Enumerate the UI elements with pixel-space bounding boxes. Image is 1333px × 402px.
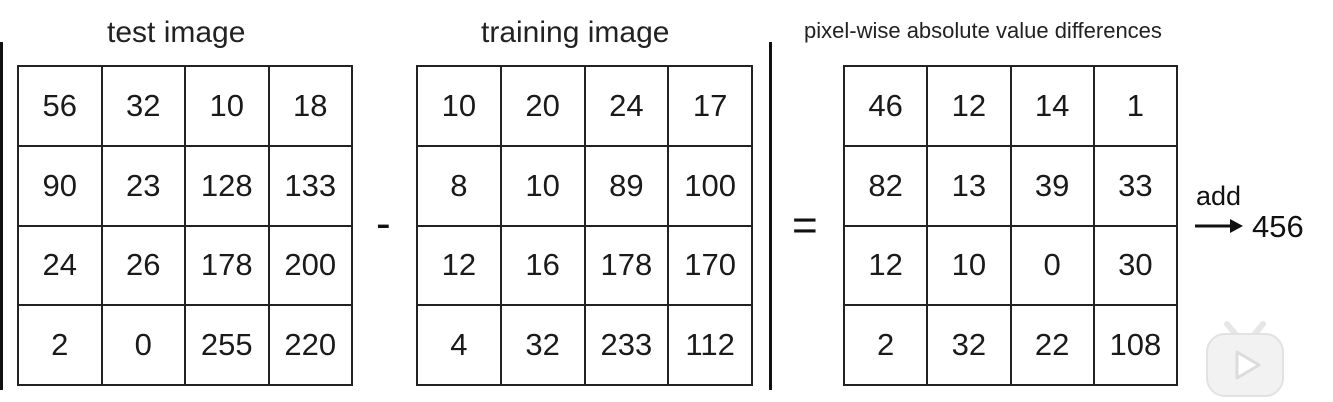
grid-cell: 1 [1093, 66, 1177, 146]
grid-cell: 12 [417, 225, 501, 306]
grid-cell: 0 [101, 305, 185, 385]
grid-cell: 12 [927, 66, 1011, 146]
grid-cell: 46 [844, 66, 928, 146]
grid-cell: 178 [185, 225, 269, 306]
grid-cell: 0 [1010, 225, 1094, 306]
grid-cell: 89 [584, 145, 669, 226]
grid-cell: 255 [185, 305, 269, 385]
grid-cell: 24 [584, 66, 669, 146]
grid-cell: 112 [668, 305, 752, 385]
grid-cell: 13 [927, 145, 1011, 226]
minus-operator: - [376, 199, 391, 248]
grid-cell: 10 [500, 145, 585, 226]
grid-cell: 17 [668, 66, 752, 146]
add-label: add [1196, 181, 1242, 211]
grid-cell: 33 [1093, 145, 1177, 226]
grid-cell: 12 [844, 225, 928, 306]
grid-cell: 30 [1093, 225, 1177, 306]
equals-operator: = [792, 201, 818, 250]
grid-cell: 2 [844, 305, 928, 385]
grid-cell: 178 [584, 225, 669, 306]
grid-cell: 100 [668, 145, 752, 226]
grid-cell: 133 [268, 145, 352, 226]
grid-cell: 22 [1010, 305, 1094, 385]
grid-cell: 39 [1010, 145, 1094, 226]
grid-cell: 90 [18, 145, 102, 226]
grid-cell: 24 [18, 225, 102, 306]
center-divider [769, 42, 772, 390]
grid-cell: 32 [500, 305, 585, 385]
grid-cell: 128 [185, 145, 269, 226]
video-player-logo-icon [1206, 321, 1284, 397]
test-image-title: test image [107, 16, 246, 49]
grid-cell: 14 [1010, 66, 1094, 146]
sum-result: 456 [1252, 209, 1304, 244]
grid-cell: 16 [500, 225, 585, 306]
grid-cell: 2 [18, 305, 102, 385]
grid-cell: 20 [500, 66, 585, 146]
grid-cell: 108 [1093, 305, 1177, 385]
grid-cell: 4 [417, 305, 501, 385]
grid-cell: 170 [668, 225, 752, 306]
right-arrow-icon [1195, 219, 1243, 233]
grid-cell: 82 [844, 145, 928, 226]
grid-cell: 10 [185, 66, 269, 146]
grid-cell: 32 [927, 305, 1011, 385]
grid-cell: 26 [101, 225, 185, 306]
training-image-title: training image [481, 16, 670, 49]
grid-cell: 220 [268, 305, 352, 385]
grid-cell: 32 [101, 66, 185, 146]
grid-cell: 8 [417, 145, 501, 226]
grid-cell: 18 [268, 66, 352, 146]
grid-cell: 56 [18, 66, 102, 146]
left-divider [0, 42, 3, 390]
grid-cell: 233 [584, 305, 669, 385]
grid-cell: 200 [268, 225, 352, 306]
difference-title: pixel-wise absolute value differences [804, 18, 1162, 43]
grid-cell: 10 [417, 66, 501, 146]
grid-cell: 10 [927, 225, 1011, 306]
grid-cell: 23 [101, 145, 185, 226]
